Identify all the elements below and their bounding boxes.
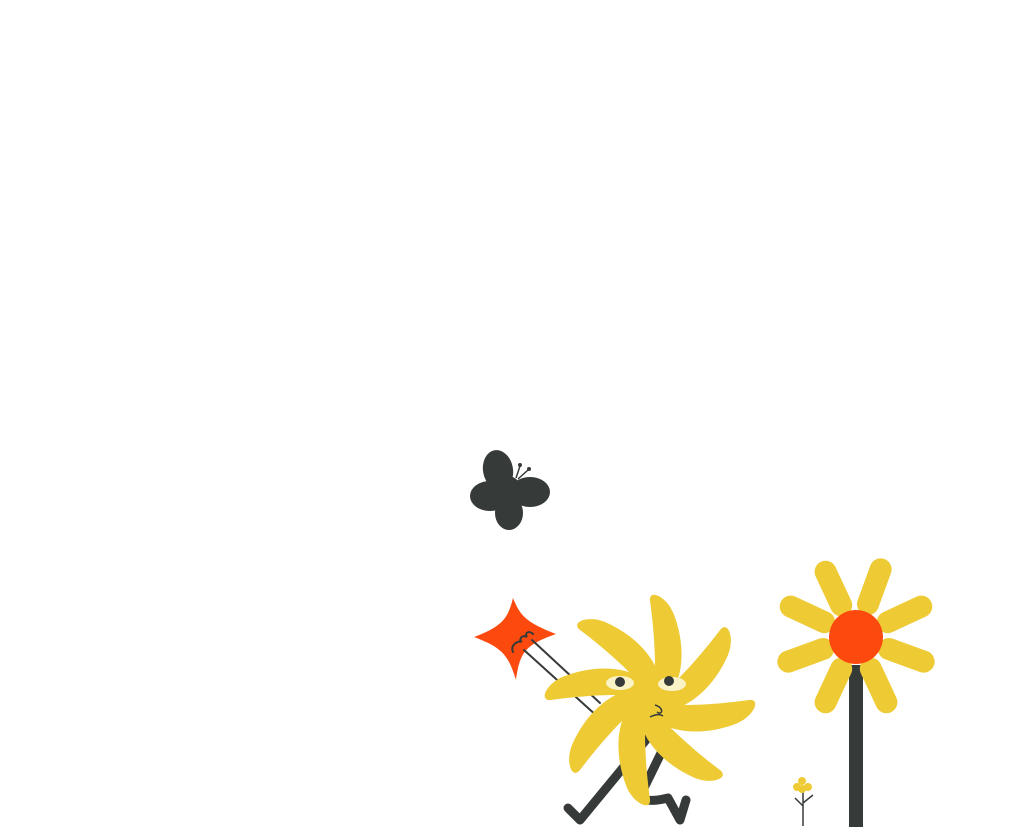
sunflower xyxy=(777,558,935,827)
character-face xyxy=(606,676,686,718)
small-sprout xyxy=(793,777,814,826)
sunflower-stem xyxy=(849,665,863,827)
butterfly-icon xyxy=(470,450,550,530)
sunflower-center xyxy=(829,610,883,664)
red-star-flower xyxy=(474,598,556,680)
